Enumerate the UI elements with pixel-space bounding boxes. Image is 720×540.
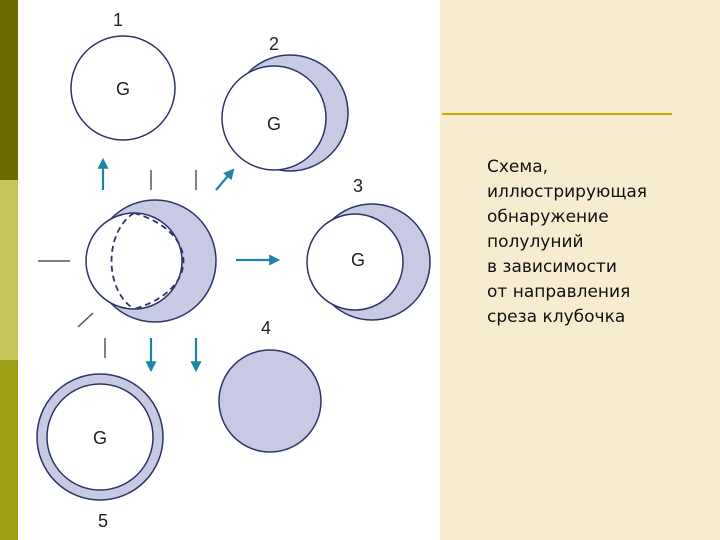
item-2-glom-label: G [267, 114, 281, 134]
section-plane-left [110, 212, 135, 310]
arrow-icon [215, 168, 235, 191]
accent-rule [442, 113, 672, 115]
item-5-glom-label: G [93, 428, 107, 448]
section-plane-right [133, 212, 185, 310]
item-5-number: 5 [98, 511, 108, 531]
glomerulus-diagram: 1 G 2 G 3 G 4 G [36, 10, 431, 531]
item-1-number: 1 [113, 10, 123, 30]
item-1-glom-label: G [116, 79, 130, 99]
glomerulus-4-disc [218, 349, 322, 453]
central-glomerulus [85, 212, 183, 310]
stripe-light [0, 180, 18, 360]
side-stripes [0, 0, 18, 540]
section-line-icon [77, 312, 94, 328]
glomerulus-3 [306, 213, 404, 311]
item-4-number: 4 [261, 318, 271, 338]
glomerulus-5 [46, 383, 154, 491]
glomerulus-2 [221, 65, 327, 171]
glomerulus-1 [70, 35, 176, 141]
item-2-number: 2 [269, 34, 279, 54]
slide-caption: Схема, иллюстрирующая обнаружение полулу… [487, 157, 647, 327]
diagram-panel: 1 G 2 G 3 G 4 G [18, 0, 440, 540]
stripe-dark [0, 0, 18, 180]
item-3-glom-label: G [351, 250, 365, 270]
stripe-medium [0, 360, 18, 540]
item-3-number: 3 [353, 176, 363, 196]
